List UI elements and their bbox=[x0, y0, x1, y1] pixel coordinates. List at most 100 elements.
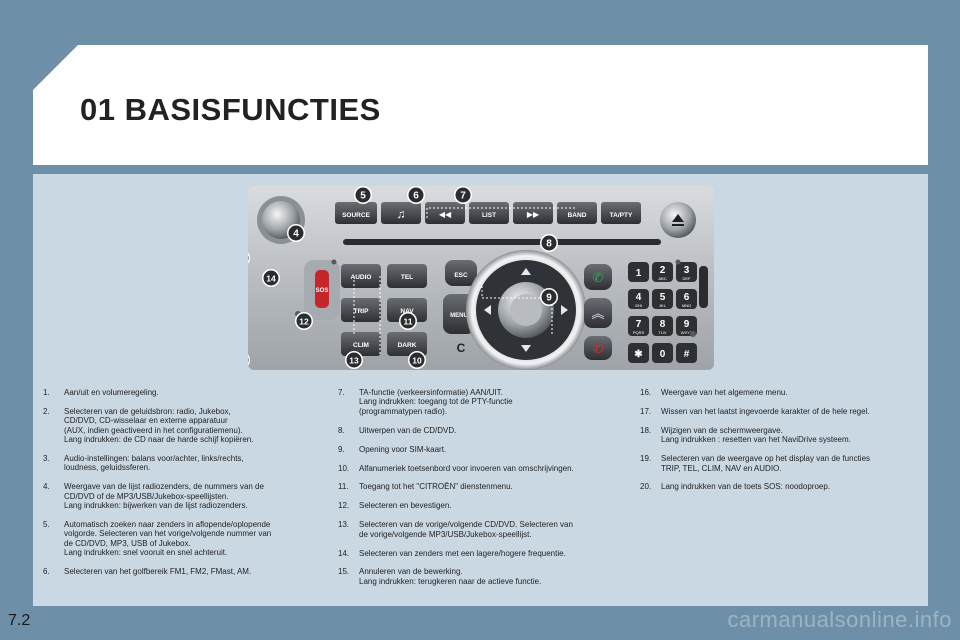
right-arrow-icon[interactable] bbox=[561, 305, 568, 315]
keypad-letters: JKL bbox=[659, 303, 667, 308]
description-text: Alfanumeriek toetsenbord voor invoeren v… bbox=[359, 463, 574, 473]
content-box: SOURCE ♫ ◀◀ LIST ▶▶ BAND TA/PTY SOS AUDI… bbox=[33, 174, 928, 606]
display-select-buttons: AUDIO TEL TRIP NAV CLIM DARK bbox=[341, 264, 427, 356]
citroen-services-button[interactable] bbox=[584, 298, 612, 328]
cd-slot bbox=[343, 239, 661, 245]
nav-button[interactable] bbox=[387, 298, 427, 322]
hangup-button[interactable] bbox=[584, 336, 612, 360]
callout-number: 8 bbox=[546, 239, 552, 250]
keypad-key[interactable] bbox=[652, 262, 673, 282]
sim-card-slot[interactable] bbox=[699, 266, 708, 308]
eject-icon bbox=[672, 214, 684, 222]
keypad-letters: ABC bbox=[658, 276, 666, 281]
esc-button[interactable] bbox=[445, 260, 477, 286]
radio-unit-illustration: SOURCE ♫ ◀◀ LIST ▶▶ BAND TA/PTY SOS AUDI… bbox=[248, 186, 714, 370]
selection-knob-center bbox=[510, 294, 542, 326]
dark-button-label: DARK bbox=[398, 342, 417, 349]
description-text: Toegang tot het "CITROËN" dienstenmenu. bbox=[359, 482, 513, 492]
keypad-digit: ✱ bbox=[634, 349, 643, 360]
trip-button[interactable] bbox=[341, 298, 381, 322]
description-number: 4. bbox=[43, 482, 50, 492]
keypad-digit: 9 bbox=[684, 319, 690, 330]
callout-marker-inner bbox=[541, 235, 557, 251]
description-number: 18. bbox=[640, 425, 652, 435]
call-button[interactable] bbox=[584, 264, 612, 290]
up-arrow-icon[interactable] bbox=[521, 268, 531, 275]
description-item: 7.TA-functie (verkeersinformatie) AAN/UI… bbox=[338, 388, 628, 416]
callout-marker-inner bbox=[263, 270, 279, 286]
callout-number: 11 bbox=[404, 317, 413, 327]
description-item: 12.Selecteren en bevestigen. bbox=[338, 501, 628, 510]
audio-button-label: AUDIO bbox=[351, 274, 372, 281]
callout-marker-inner bbox=[400, 313, 416, 329]
ta-pty-button[interactable] bbox=[601, 202, 641, 224]
keypad-key[interactable] bbox=[676, 262, 697, 282]
fast-forward-icon: ▶▶ bbox=[527, 210, 540, 219]
keypad-letters: PQRS bbox=[633, 330, 645, 335]
callout-leader-lines bbox=[353, 207, 575, 354]
description-text: Aan/uit en volumeregeling. bbox=[64, 388, 159, 397]
source-button[interactable] bbox=[335, 202, 377, 224]
keypad-letters: TUV bbox=[659, 330, 667, 335]
keypad-digit: 7 bbox=[636, 319, 642, 330]
description-number: 17. bbox=[640, 406, 652, 416]
description-column-1: 1.Aan/uit en volumeregeling.2.Selecteren… bbox=[43, 388, 323, 586]
keypad-key[interactable] bbox=[628, 343, 649, 363]
description-number: 1. bbox=[43, 388, 50, 397]
description-text: Selecteren van de vorige/volgende CD/DVD… bbox=[359, 520, 573, 539]
callout-markers: 1234567891011121314151617181920 bbox=[248, 186, 558, 369]
keypad-key[interactable] bbox=[628, 289, 649, 309]
audio-button[interactable] bbox=[341, 264, 381, 288]
music-note-icon: ♫ bbox=[397, 207, 406, 221]
keypad-key[interactable] bbox=[652, 343, 673, 363]
clear-button[interactable]: C bbox=[457, 341, 466, 355]
description-text: Uitwerpen van de CD/DVD. bbox=[359, 425, 457, 435]
keypad-key[interactable] bbox=[652, 316, 673, 336]
callout-number: 13 bbox=[349, 356, 359, 366]
callout-marker-inner bbox=[408, 187, 424, 203]
dark-button[interactable] bbox=[387, 332, 427, 356]
description-text: Opening voor SIM-kaart. bbox=[359, 444, 447, 454]
sos-area: SOS bbox=[295, 260, 340, 320]
callout-number: 10 bbox=[412, 356, 422, 366]
description-text: Selecteren van zenders met een lagere/ho… bbox=[359, 548, 566, 558]
down-arrow-icon[interactable] bbox=[521, 345, 531, 352]
description-number: 13. bbox=[338, 520, 350, 530]
description-number: 9. bbox=[338, 444, 345, 454]
callout-number: 6 bbox=[413, 191, 419, 202]
keypad-key[interactable] bbox=[652, 289, 673, 309]
sos-button[interactable] bbox=[315, 270, 329, 308]
tel-button[interactable] bbox=[387, 264, 427, 288]
description-text: TA-functie (verkeersinformatie) AAN/UIT.… bbox=[359, 388, 513, 416]
sos-button-label: SOS bbox=[316, 288, 329, 294]
callout-marker-inner bbox=[346, 352, 362, 368]
citroen-chevrons-icon: ︽ bbox=[591, 306, 604, 321]
keypad-key[interactable] bbox=[676, 343, 697, 363]
description-column-2: 7.TA-functie (verkeersinformatie) AAN/UI… bbox=[338, 388, 628, 596]
watermark: carmanualsonline.info bbox=[727, 607, 952, 632]
clim-button-label: CLIM bbox=[353, 342, 369, 349]
description-item: 6.Selecteren van het golfbereik FM1, FM2… bbox=[43, 567, 323, 576]
left-arrow-icon[interactable] bbox=[484, 305, 491, 315]
description-item: 3.Audio-instellingen: balans voor/achter… bbox=[43, 454, 323, 473]
audio-settings-button[interactable] bbox=[381, 202, 421, 224]
trip-button-label: TRIP bbox=[354, 308, 369, 315]
menu-button-label: MENU bbox=[450, 313, 468, 319]
description-number: 6. bbox=[43, 567, 50, 577]
callout-number: 4 bbox=[293, 229, 299, 240]
description-item: 5.Automatisch zoeken naar zenders in afl… bbox=[43, 520, 323, 558]
description-item: 10. Alfanumeriek toetsenbord voor invoere… bbox=[338, 464, 628, 473]
keypad-digit: 8 bbox=[660, 319, 666, 330]
clim-button[interactable] bbox=[341, 332, 381, 356]
keypad-key[interactable] bbox=[676, 289, 697, 309]
description-number: 2. bbox=[43, 406, 50, 416]
keypad-key[interactable] bbox=[628, 316, 649, 336]
keypad-key[interactable] bbox=[676, 316, 697, 336]
keypad-key[interactable] bbox=[628, 262, 649, 282]
description-text: Lang indrukken van de toets SOS: noodopr… bbox=[661, 482, 831, 492]
description-number: 10. bbox=[338, 463, 350, 473]
ta-pty-button-label: TA/PTY bbox=[610, 212, 633, 219]
screw-hole bbox=[675, 259, 681, 265]
description-item: 14.Selecteren van zenders met een lagere… bbox=[338, 549, 628, 558]
callout-number: 14 bbox=[266, 274, 276, 284]
